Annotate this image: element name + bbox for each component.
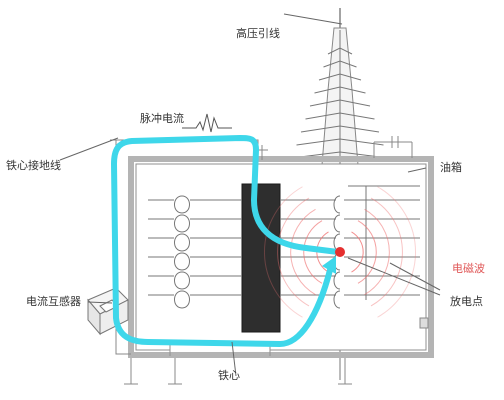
em-wave-arc [357, 220, 377, 284]
label-hv-lead: 高压引线 [236, 27, 280, 40]
winding-coil [174, 233, 190, 252]
current-transformer [87, 287, 129, 336]
winding-coil [174, 195, 190, 214]
pulse-current-icon [182, 113, 232, 133]
winding-coil [174, 290, 190, 309]
label-current-transformer: 电流互感器 [26, 295, 81, 308]
label-core-ground-wire: 铁心接地线 [6, 159, 61, 172]
top-fittings [256, 136, 413, 160]
em-wave-arc [351, 231, 364, 273]
em-wave-arc [263, 186, 303, 318]
winding-coil [174, 271, 190, 290]
leader-lines [59, 137, 441, 377]
bottom-ground-wires [124, 354, 352, 385]
em-wave-arc [370, 197, 403, 307]
iron-core [241, 183, 281, 333]
winding-coil [333, 195, 341, 214]
label-pulse-current: 脉冲电流 [140, 112, 184, 125]
winding-coil [174, 214, 190, 233]
label-em-wave: 电磁波 [452, 262, 485, 275]
label-iron-core: 铁心 [218, 369, 240, 382]
em-wave-arc [303, 220, 323, 284]
winding-coil [333, 290, 341, 309]
winding-coil [333, 271, 341, 290]
discharge-point-dot [335, 247, 345, 257]
em-wave-arcs [263, 186, 417, 318]
pulse-current-path [111, 135, 341, 347]
em-wave-arc [277, 197, 310, 307]
em-wave-arc [290, 208, 316, 296]
winding-coil [333, 214, 341, 233]
label-discharge-point: 放电点 [450, 295, 483, 308]
em-wave-arc [377, 186, 417, 318]
label-oil-tank: 油箱 [440, 161, 462, 174]
winding-coil [174, 252, 190, 271]
current-arrow-head [322, 256, 336, 274]
em-wave-arc [364, 208, 390, 296]
left-winding [148, 195, 242, 309]
right-winding [280, 185, 420, 309]
